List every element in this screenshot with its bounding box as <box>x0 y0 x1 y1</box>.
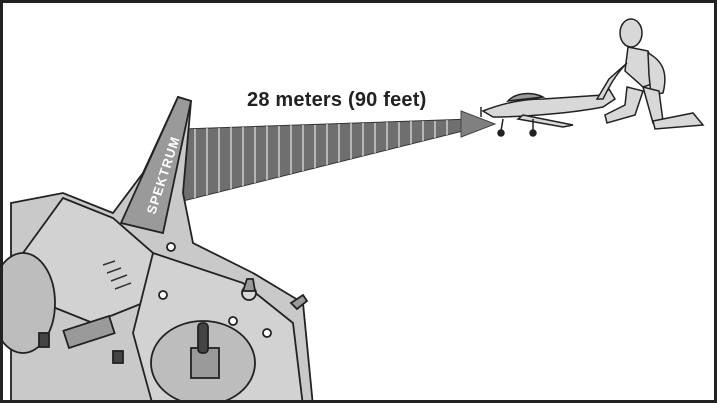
kneeling-figure-icon <box>595 18 705 130</box>
arrow-head-icon <box>460 110 497 138</box>
airplane-icon <box>480 87 617 137</box>
distance-label: 28 meters (90 feet) <box>247 89 427 111</box>
transmitter-icon <box>3 95 314 400</box>
scene-svg: SPEKTRUM <box>3 18 705 400</box>
signal-beam-icon <box>182 118 472 202</box>
